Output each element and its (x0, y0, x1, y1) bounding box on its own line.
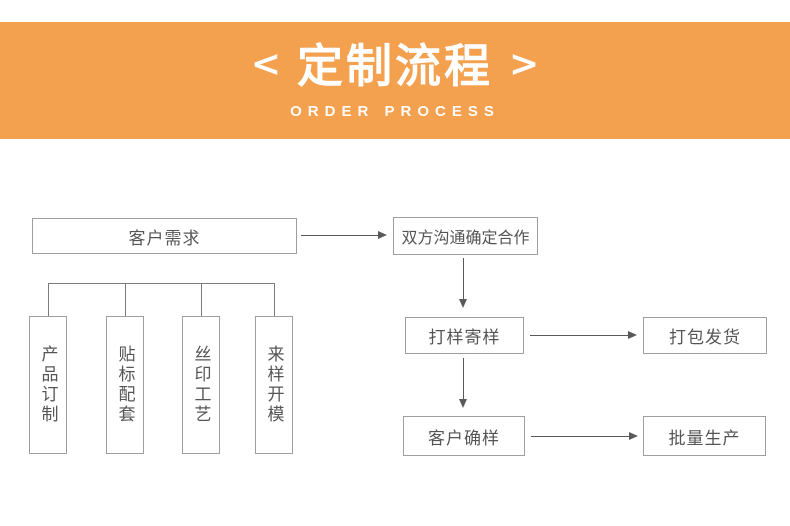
branch-stub-line-2 (125, 283, 126, 316)
node-branch-silkscreen: 丝印工艺 (182, 316, 220, 454)
node-communication: 双方沟通确定合作 (393, 217, 538, 255)
node-sampling: 打样寄样 (405, 317, 524, 354)
branch-stub-line-1 (48, 283, 49, 316)
arrow-sampling-to-confirm (459, 358, 467, 408)
node-branch-labeling: 贴标配套 (106, 316, 144, 454)
banner-title-row: < 定制流程 > (0, 38, 790, 94)
node-shipping: 打包发货 (643, 317, 767, 354)
angle-right-decor-icon: > (509, 43, 540, 85)
arrow-sampling-to-shipping (530, 331, 637, 339)
branch-connector-line (48, 283, 275, 284)
node-confirm-sample: 客户确样 (403, 416, 525, 456)
branch-stub-line-4 (274, 283, 275, 316)
banner-subtitle: ORDER PROCESS (290, 103, 500, 120)
node-branch-mold: 来样开模 (255, 316, 293, 454)
arrow-customer-to-communication (301, 231, 387, 239)
order-process-banner: < 定制流程 > ORDER PROCESS (0, 22, 790, 139)
arrow-communication-to-sampling (459, 258, 467, 308)
branch-stub-line-3 (201, 283, 202, 316)
angle-left-decor-icon: < (250, 43, 281, 85)
node-branch-product: 产品订制 (29, 316, 67, 454)
node-customer-needs: 客户需求 (32, 218, 297, 254)
banner-title: 定制流程 (297, 39, 493, 93)
arrow-confirm-to-production (531, 432, 638, 440)
node-mass-production: 批量生产 (643, 416, 766, 456)
